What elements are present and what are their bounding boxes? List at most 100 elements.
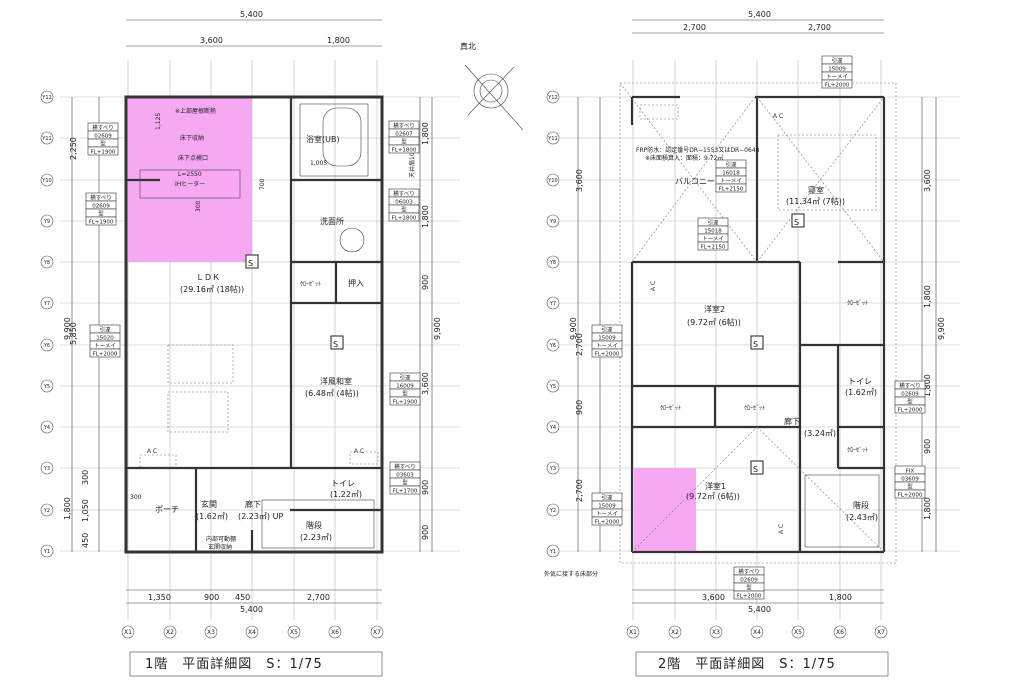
dim-text: 3,600	[421, 372, 430, 395]
room-hall-area: (2.23㎡) UP	[238, 512, 283, 521]
window-tag-line: 06003	[395, 199, 413, 205]
room-entrance: 玄関	[201, 499, 217, 509]
dim-text: 1,800	[421, 205, 430, 228]
dim-text: 1,800	[923, 285, 932, 308]
dim-text: 1,005	[310, 160, 327, 167]
dim-text: 900	[421, 275, 430, 290]
dim-text: 1,800	[829, 593, 852, 602]
window-tag-line: FL+1900	[91, 149, 116, 155]
dim-text: 900	[204, 593, 219, 602]
grid-bubble-x: X1	[121, 625, 135, 639]
grid-label: Y9	[549, 219, 556, 225]
grid-bubble-x: X2	[668, 625, 682, 639]
grid-label: Y5	[549, 384, 556, 390]
window-tag-line: 03609	[901, 476, 919, 482]
dim-text: 1,800	[923, 497, 932, 520]
window-tag-line: 型	[100, 139, 106, 147]
grid-bubble-y: Y2	[546, 503, 560, 517]
storage-s-icon: S	[750, 460, 764, 475]
grid-label: X5	[290, 629, 298, 636]
window-tag-line: 引違	[725, 160, 737, 168]
room-toilet-area: (1.22㎡)	[330, 490, 362, 499]
grid-label: Y6	[549, 343, 556, 349]
grid-bubble-x: X7	[370, 625, 384, 639]
grid-bubble-y: Y4	[40, 420, 54, 434]
grid-label: Y8	[549, 260, 556, 266]
window-tag-line: 02609	[901, 391, 919, 397]
room-japanese: 洋風和室	[320, 376, 352, 386]
grid-bubble-y: Y8	[546, 255, 560, 269]
grid-bubble-x: X6	[833, 625, 847, 639]
room-balcony: バルコニー	[675, 177, 715, 186]
window-tag-line: 横すべり	[90, 193, 112, 201]
north-label: 真北	[460, 41, 476, 51]
grid-bubble-y: Y5	[40, 379, 54, 393]
storage-s-icon: S	[245, 254, 259, 269]
dim-text: 900	[923, 439, 932, 454]
window-tag-line: FL+2000	[595, 351, 620, 357]
floor2-walls	[619, 82, 897, 564]
room-2: 洋室2	[704, 304, 725, 314]
dim-text: 9,900	[433, 317, 442, 340]
room-hall: 廊下	[784, 416, 800, 426]
window-tag-line: 型	[401, 205, 407, 213]
window-tag-line: 16018	[722, 170, 740, 176]
floor1-title-box	[129, 651, 383, 677]
dim-text: 2,700	[575, 333, 584, 356]
grid-bubble-x: X1	[626, 625, 640, 639]
grid-bubble-y: Y1	[546, 544, 560, 558]
window-tag-line: 15009	[598, 335, 616, 341]
grid-bubble-x: X7	[874, 625, 888, 639]
grid-label: X6	[836, 629, 844, 636]
dimension-lines	[71, 19, 937, 604]
room-stairs: 階段	[853, 500, 869, 510]
dim-text: 300	[130, 494, 142, 501]
grid-label: Y9	[43, 219, 50, 225]
floor1-dimensions: 5,400 3,600 1,800 1,350 900 450 2,700 5,…	[63, 10, 442, 614]
dim-text: 5,400	[240, 10, 263, 19]
dim-text: 2,250	[69, 137, 78, 160]
window-tag-line: 16009	[396, 383, 414, 389]
grid-label: Y12	[547, 95, 557, 101]
room-bedroom: 寝室	[808, 185, 824, 195]
svg-text:S: S	[248, 259, 253, 268]
dim-text: 1,800	[327, 36, 350, 45]
room1-highlight	[634, 468, 696, 551]
grid-label: Y4	[549, 425, 556, 431]
grid-bubble-y: Y10	[546, 173, 560, 187]
dim-text: 1,350	[148, 593, 171, 602]
dim-text: 2,700	[683, 23, 706, 32]
grid-bubble-y: Y9	[40, 214, 54, 228]
grid-bubble-x: X6	[328, 625, 342, 639]
dim-text: 3,600	[923, 169, 932, 192]
window-tag-line: トーメイ	[596, 511, 618, 517]
window-tag-line: 型	[907, 397, 913, 405]
grid-label: X5	[794, 629, 802, 636]
floor2-title: 2階 平面詳細図 S：1/75	[658, 656, 836, 672]
window-tag-line: 15020	[96, 335, 114, 341]
ceiling-fan-label: 天井扇100φ	[408, 145, 416, 178]
room-hall-area: (3.24㎡)	[804, 429, 836, 438]
grid-bubble-y: Y12	[40, 90, 54, 104]
dim-text: 450	[235, 593, 250, 602]
dim-text: 9,900	[63, 317, 72, 340]
window-tag-line: 引違	[601, 325, 613, 333]
grid-bubble-x: X4	[245, 625, 259, 639]
room-toilet-area: (1.62㎡)	[845, 388, 877, 397]
dim-text: 300	[195, 200, 202, 212]
window-tag-line: FIX	[906, 468, 915, 474]
floor2-dimensions: 5,400 2,700 2,700 3,600 1,800 5,400 9,90…	[569, 10, 946, 614]
room-washroom: 洗面所	[320, 216, 344, 226]
grid-label: X2	[166, 629, 174, 636]
grid-label: X6	[331, 629, 339, 636]
window-tag-line: 02607	[395, 131, 413, 137]
grid-bubble-y: Y1	[40, 544, 54, 558]
window-tag-line: FL+2000	[898, 407, 923, 413]
